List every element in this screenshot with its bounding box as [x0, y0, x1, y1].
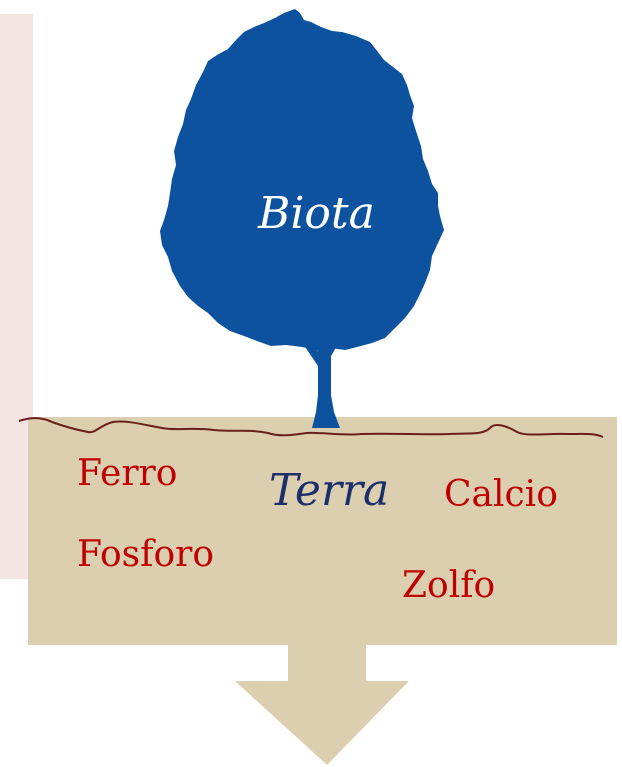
- ground-line: [18, 417, 604, 438]
- arrow-down-icon: [235, 643, 409, 765]
- tree-crown: [160, 9, 444, 350]
- element-label-ferro: Ferro: [77, 453, 178, 494]
- biota-label: Biota: [258, 188, 375, 239]
- element-label-calcio: Calcio: [444, 474, 558, 515]
- side-panel: [0, 14, 33, 579]
- tree-icon: [160, 9, 444, 428]
- terra-label: Terra: [269, 465, 390, 516]
- tree-trunk: [295, 320, 352, 428]
- element-label-zolfo: Zolfo: [402, 565, 496, 606]
- soil-block: [28, 417, 617, 645]
- element-label-fosforo: Fosforo: [77, 534, 215, 575]
